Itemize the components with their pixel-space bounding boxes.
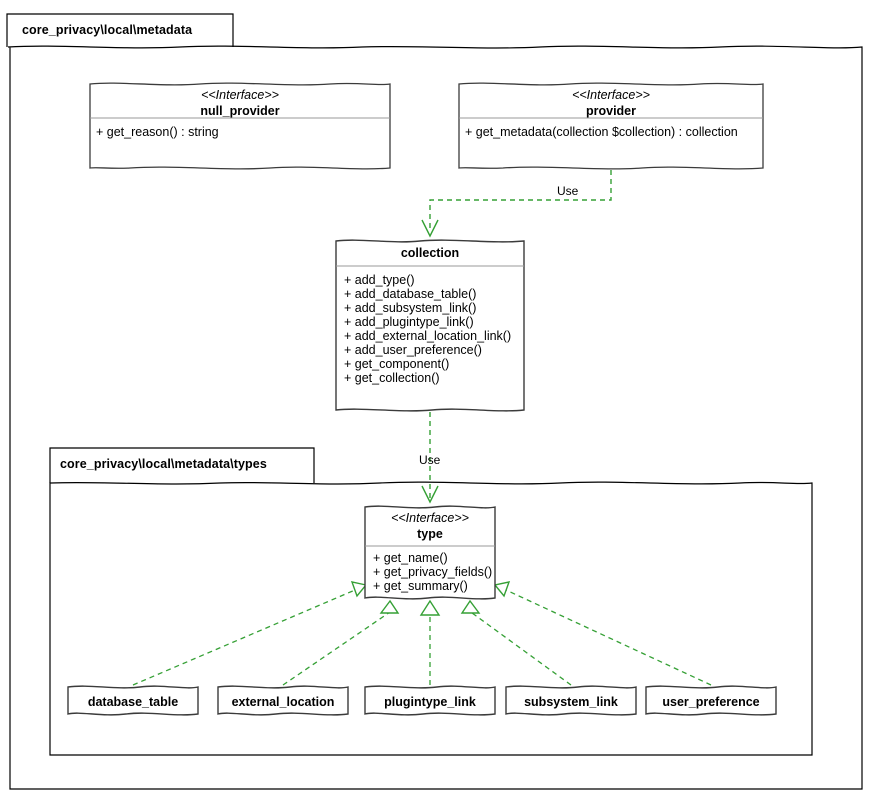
relation-user_preference-realizes-type-triangle <box>493 581 511 598</box>
relation-database_table-realizes-type-line <box>132 589 356 686</box>
package-types-label: core_privacy\local\metadata\types <box>60 457 267 471</box>
class-box-user_preference[interactable] <box>645 685 777 716</box>
class-box-external_location[interactable] <box>217 685 349 716</box>
relation-external_location-realizes-type[interactable] <box>282 599 400 686</box>
class-box-provider-outline <box>458 82 764 170</box>
relation-subsystem_link-realizes-type-triangle <box>460 599 481 614</box>
class-box-database_table[interactable] <box>67 685 199 716</box>
relation-user_preference-realizes-type-line <box>505 589 712 686</box>
relation-provider-uses-collection-line <box>429 170 612 232</box>
class-box-plugintype_link[interactable] <box>364 685 496 716</box>
package-metadata-label: core_privacy\local\metadata <box>22 23 193 37</box>
relation-subsystem_link-realizes-type-line <box>467 609 572 686</box>
relation-database_table-realizes-type-triangle <box>350 581 368 598</box>
class-box-database_table-outline <box>67 685 199 716</box>
relation-database_table-realizes-type[interactable] <box>132 581 368 686</box>
relation-plugintype_link-realizes-type[interactable] <box>419 599 441 685</box>
class-box-external_location-outline <box>217 685 349 716</box>
class-box-null_provider[interactable] <box>89 82 391 170</box>
class-box-plugintype_link-outline <box>364 685 496 716</box>
class-box-type-outline <box>364 505 496 600</box>
class-box-collection-outline <box>335 239 525 412</box>
relation-collection-uses-type[interactable] <box>421 412 439 504</box>
relation-user_preference-realizes-type[interactable] <box>493 581 712 686</box>
class-box-provider[interactable] <box>458 82 764 170</box>
class-box-subsystem_link[interactable] <box>505 685 637 716</box>
relation-provider-uses-collection[interactable] <box>421 170 612 238</box>
package-metadata[interactable] <box>6 13 863 790</box>
package-metadata-body-outline <box>7 45 863 790</box>
relation-plugintype_link-realizes-type-triangle <box>419 599 441 616</box>
relation-layer <box>132 170 712 686</box>
class-box-collection[interactable] <box>335 239 525 412</box>
class-box-subsystem_link-outline <box>505 685 637 716</box>
relation-label-collection-type: Use <box>419 453 441 467</box>
class-box-user_preference-outline <box>645 685 777 716</box>
package-types-body-outline <box>49 481 813 756</box>
class-box-null_provider-outline <box>89 82 391 170</box>
relation-provider-uses-collection-arrowhead <box>421 219 439 238</box>
relation-external_location-realizes-type-triangle <box>379 599 400 614</box>
package-metadata-tab-outline <box>6 13 234 47</box>
relation-label-provider-collection: Use <box>557 184 579 198</box>
relation-subsystem_link-realizes-type[interactable] <box>460 599 572 686</box>
class-box-type[interactable] <box>364 505 496 600</box>
package-types[interactable] <box>49 447 813 756</box>
package-types-tab-outline <box>49 447 315 483</box>
relation-external_location-realizes-type-line <box>282 609 394 686</box>
relation-collection-uses-type-arrowhead <box>421 485 439 504</box>
